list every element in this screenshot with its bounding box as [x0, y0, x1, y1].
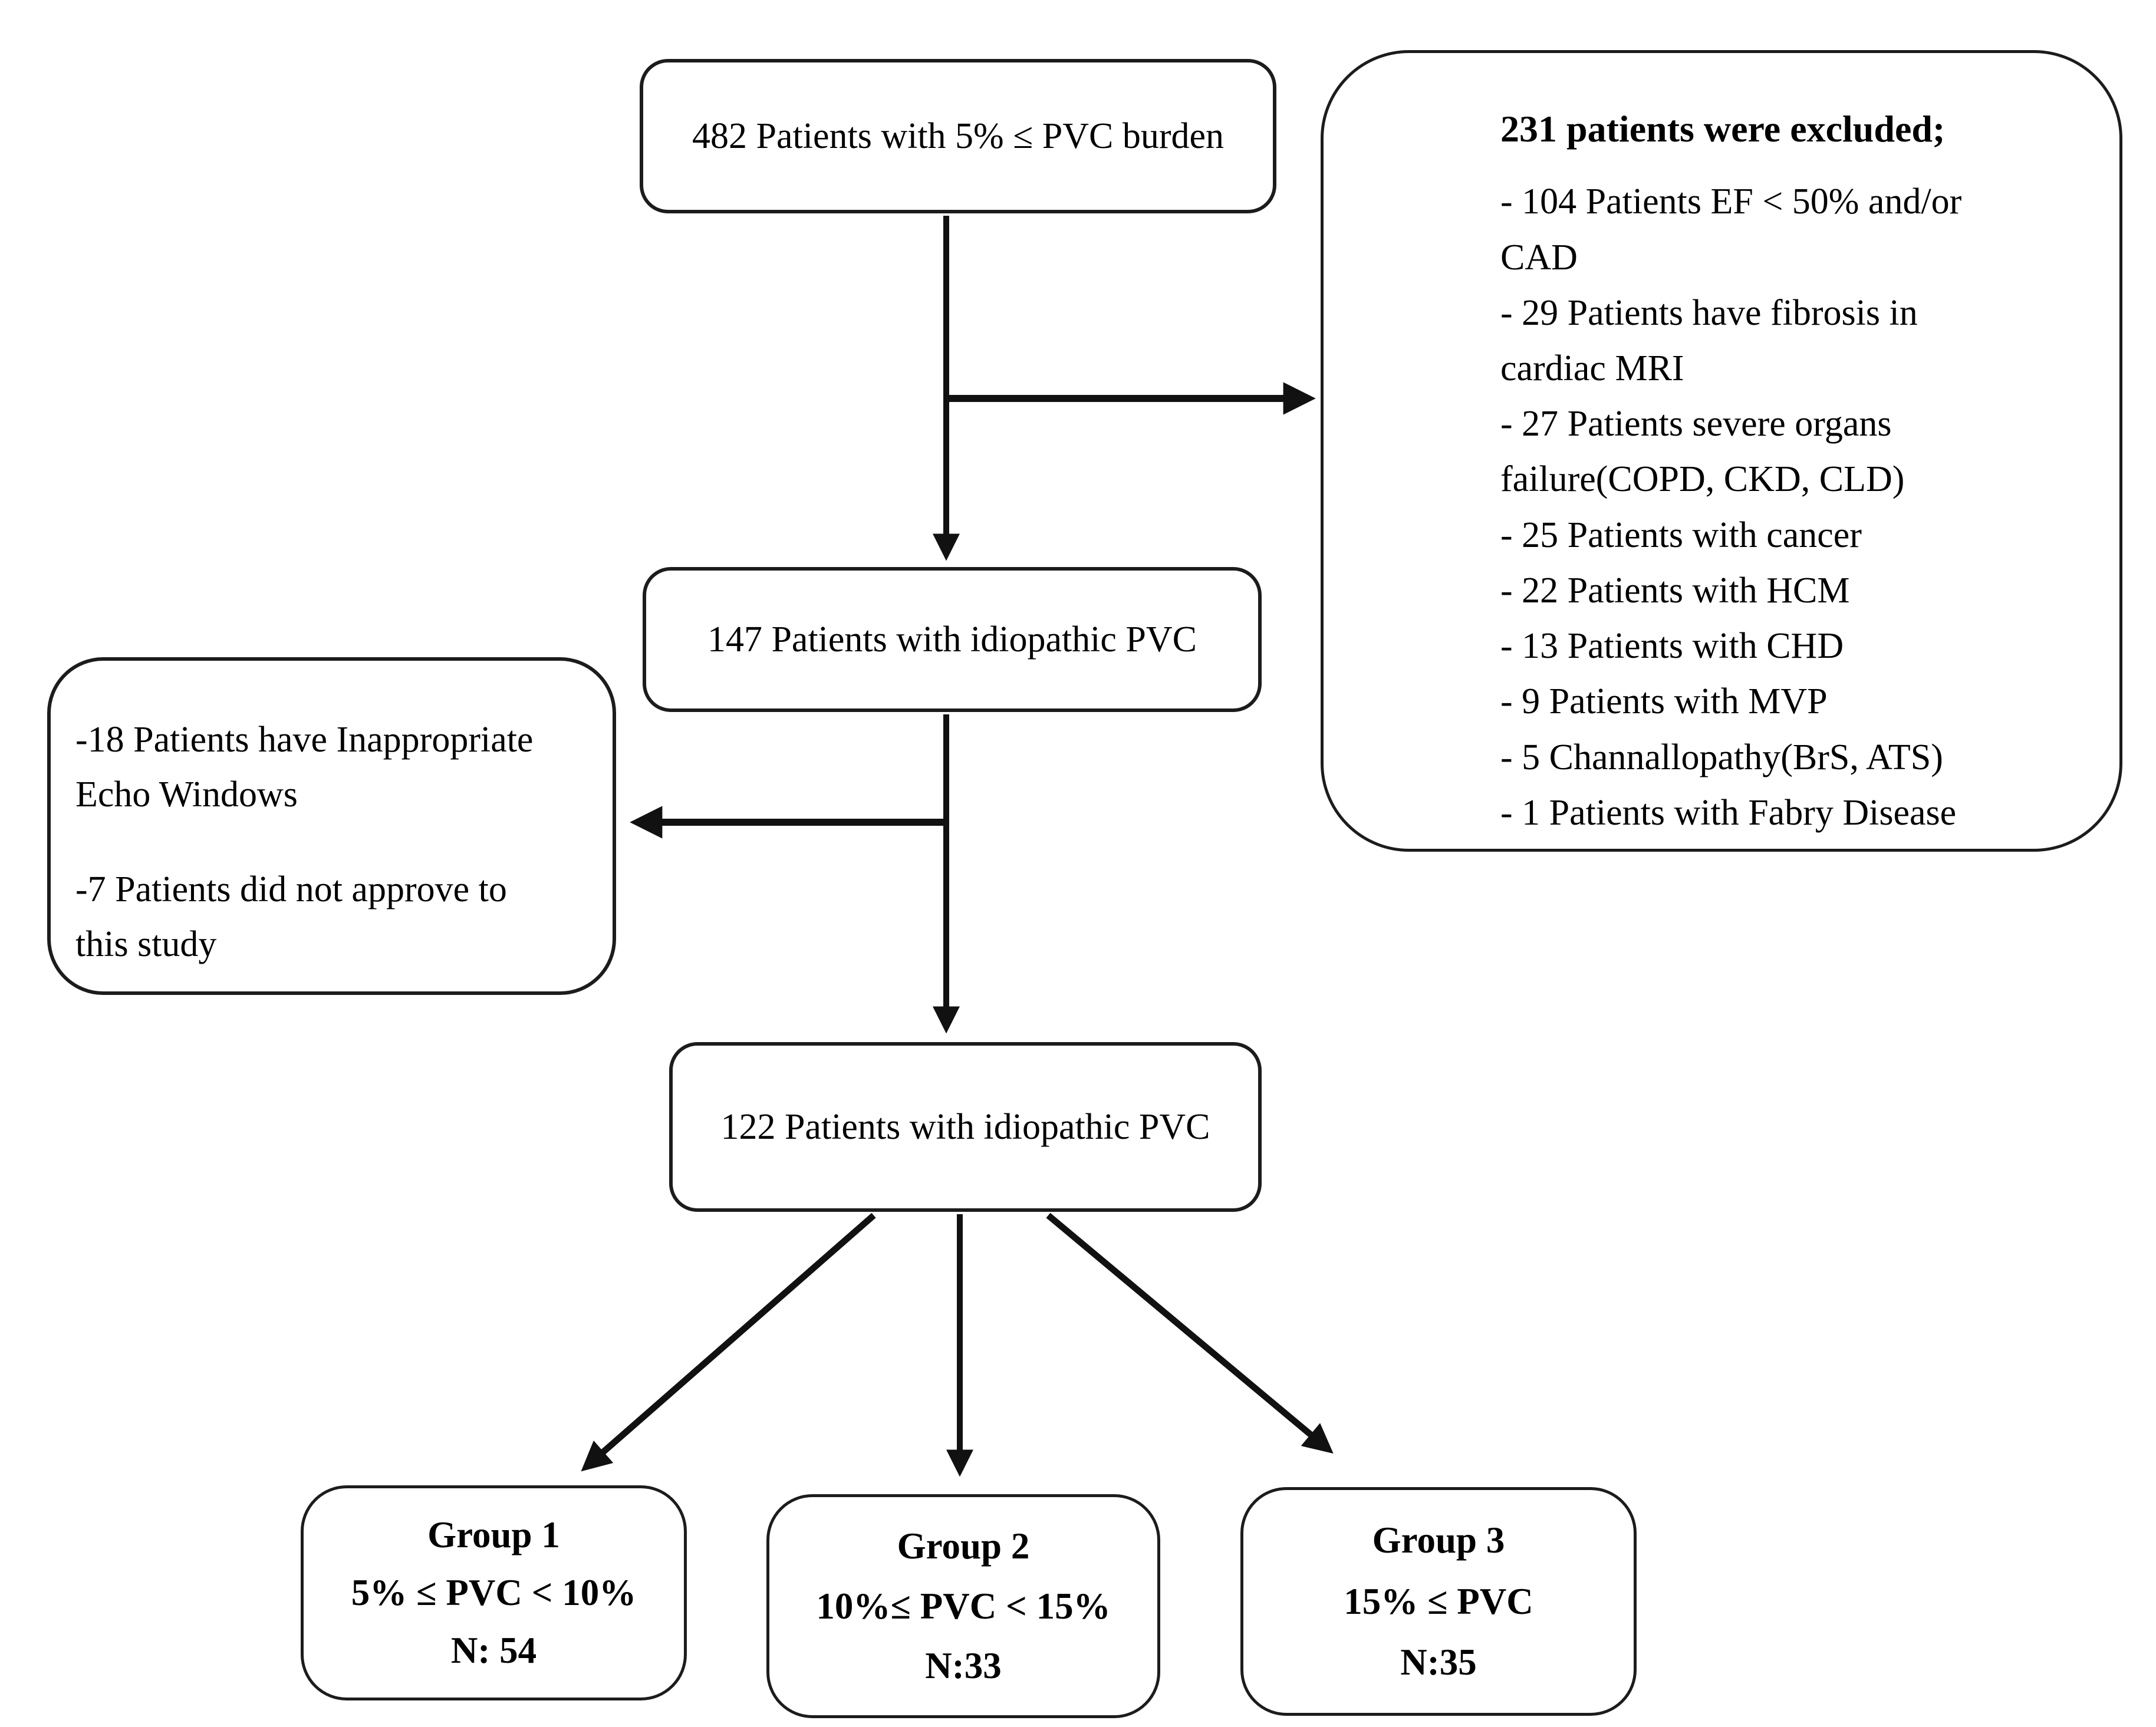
- group3-title: Group 3: [1372, 1519, 1505, 1561]
- box-group-1: Group 1 5% ≤ PVC < 10% N: 54: [301, 1485, 687, 1700]
- excluded-item-channallopathy: - 5 Channallopathy(BrS, ATS): [1500, 737, 1943, 777]
- box-482-patients: 482 Patients with 5% ≤ PVC burden: [640, 59, 1276, 213]
- box-482-text: 482 Patients with 5% ≤ PVC burden: [692, 116, 1224, 156]
- group3-n: N:35: [1400, 1642, 1477, 1683]
- box-group-3: Group 3 15% ≤ PVC N:35: [1240, 1487, 1637, 1716]
- box-122-text: 122 Patients with idiopathic PVC: [720, 1106, 1210, 1147]
- excluded-item-cancer: - 25 Patients with cancer: [1500, 515, 1862, 555]
- excluded-item-hcm: - 22 Patients with HCM: [1500, 570, 1850, 611]
- box-group-2: Group 2 10%≤ PVC < 15% N:33: [766, 1494, 1160, 1718]
- arrow-122-to-group1: [581, 1212, 876, 1472]
- excluded-item-ef-cad: - 104 Patients EF < 50% and/or CAD: [1500, 182, 1962, 278]
- group2-n: N:33: [925, 1645, 1002, 1687]
- box-147-patients: 147 Patients with idiopathic PVC: [643, 567, 1262, 712]
- group2-criteria: 10%≤ PVC < 15%: [816, 1585, 1111, 1627]
- box-excluded-patients: 231 patients were excluded; - 104 Patien…: [1321, 50, 2122, 852]
- excluded-item-mvp: - 9 Patients with MVP: [1500, 681, 1828, 722]
- excluded-item-chd: - 13 Patients with CHD: [1500, 626, 1844, 667]
- box-not-included: -18 Patients have Inappropriate Echo Win…: [47, 657, 616, 995]
- group2-title: Group 2: [897, 1525, 1030, 1567]
- box-122-patients: 122 Patients with idiopathic PVC: [669, 1042, 1262, 1212]
- group3-criteria: 15% ≤ PVC: [1344, 1580, 1533, 1622]
- group1-title: Group 1: [427, 1514, 560, 1555]
- not-included-item-echo: -18 Patients have Inappropriate Echo Win…: [75, 720, 534, 815]
- arrow-122-to-group3: [1046, 1212, 1334, 1454]
- excluded-item-fibrosis: - 29 Patients have fibrosis in cardiac M…: [1500, 292, 1918, 388]
- excluded-item-organ-failure: - 27 Patients severe organs failure(COPD…: [1500, 404, 1905, 500]
- group1-criteria: 5% ≤ PVC < 10%: [351, 1572, 637, 1613]
- box-147-text: 147 Patients with idiopathic PVC: [707, 619, 1197, 660]
- excluded-title: 231 patients were excluded;: [1500, 108, 1946, 150]
- excluded-item-fabry: - 1 Patients with Fabry Disease: [1500, 792, 1957, 833]
- group1-n: N: 54: [450, 1630, 537, 1671]
- not-included-item-approve: -7 Patients did not approve to this stud…: [75, 869, 507, 964]
